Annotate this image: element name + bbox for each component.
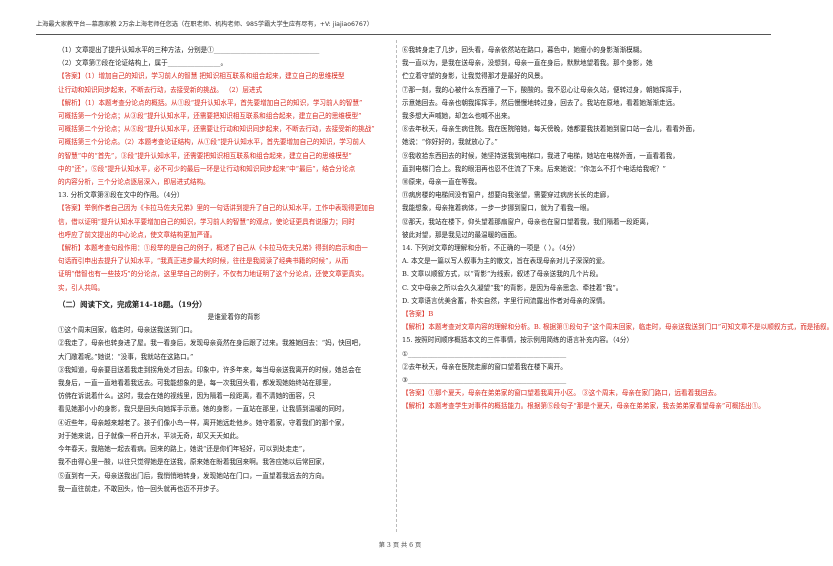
- page-header: 上海最大家教平台—慕惠家教 2万余上海老师任您选（在职老师、机构老师、985学霸…: [36, 16, 771, 35]
- article-paragraph-line: ③我知道，母亲要目送着我走到拐角处才回去。印象中，许多年来，每当母亲送我离开的时…: [58, 365, 362, 374]
- text-line: 证明“借智也有一些技巧”的分论点，这里举自己的例子，不仅有力地证明了这个分论点，…: [58, 270, 369, 279]
- text-line: 可概括第三个分论点。（2）本题考查论证结构，从①段“提升认知水平，首先要增加自己…: [58, 138, 366, 147]
- q15-answer: 【答案】①那个夏天，母亲在弟弟家的窗口望着我离开小区。 ③这个周末，母亲在家门路…: [402, 389, 721, 398]
- article-paragraph-line: ⑨我收拾东西回去的时候，她坚持送我到电梯口，我进了电梯，她站在电梯外面，一直看着…: [402, 151, 679, 160]
- article-paragraph-line: 我能想象，母亲拖着病体，一步一步挪到窗口，就为了看我一眼。: [402, 204, 594, 213]
- q14-answer: 【答案】B: [402, 310, 434, 319]
- q14-title: 14. 下列对文章的理解和分析，不正确的一项是（ ）。（4分）: [402, 244, 580, 253]
- article-paragraph-line: ⑦那一刻，我的心被什么东西撞了一下，酸酸的。我不忍心让母亲久站，便转过身，朝她挥…: [402, 85, 686, 94]
- article-paragraph-line: 我多想大声喊她，却怎么也喊不出来。: [402, 112, 515, 121]
- q14-option: B. 文章以顺叙方式，以“背影”为线索，叙述了母亲送我的几个片段。: [402, 270, 603, 279]
- q14-option: C. 文中母亲之所以会久久凝望“我”的背影，是因为母亲思念、牵挂着“我”。: [402, 283, 623, 292]
- article-paragraph-line: ①这个周末回家，临走时，母亲送我送到门口。: [58, 326, 197, 335]
- text-line: 可概括第二个分论点；从⑤段“提升认知水平，还需要让行动和知识同步起来，不断去行动…: [58, 125, 375, 134]
- page-footer: 第 3 页 共 6 页: [378, 542, 422, 549]
- left-column: （1）文章提出了提升认知水平的三种方法，分别是①________________…: [58, 44, 410, 496]
- article-title: 是谁爱着你的背影: [207, 313, 261, 322]
- article-paragraph-line: 伫立着守望的身影，让我觉得那才是最好的风景。: [402, 72, 548, 81]
- text-line: （1）文章提出了提升认知水平的三种方法，分别是①________________…: [58, 46, 320, 54]
- article-paragraph-line: ⑩原来，母亲一直在等我。: [402, 178, 482, 187]
- article-paragraph-line: ②我走了，母亲也转身进了屋。我一看身后，发现母亲竟然在身后跟了过来。我推她回去：…: [58, 339, 365, 348]
- q15-analysis: 【解析】本题考查学生对事件的概括能力。根据第⑤段句子“那是个夏天，母亲在弟弟家，…: [402, 402, 765, 411]
- article-paragraph-line: 大门敞着呢。”她说：“没事，我就站在这路口。”: [58, 352, 194, 361]
- article-paragraph-line: 对于她来说，日子就像一杯白开水，平淡无奇，却又天天如此。: [58, 431, 243, 440]
- text-line: 信，借以证明“提升认知水平要增加自己的知识，学习前人的智慧”的观点，使论证更具有…: [58, 217, 355, 226]
- article-paragraph-line: 示意她回去。母亲也朝我挥挥手，然后慢慢地转过身，回去了。我站在原地，看着她渐渐走…: [402, 98, 679, 107]
- article-paragraph-line: 今年春天，我陪她一起去看病。回来的路上，她说“还是你们年轻好，可以到处走走”，: [58, 445, 309, 454]
- right-column: ⑥我转身走了几步，回头看，母亲依然站在路口，暮色中，她瘦小的身影渐渐模糊。 我一…: [402, 44, 833, 414]
- text-line: 【答案】（1）增加自己的知识，学习前人的智慧 把知识相互联系和组合起来，建立自己…: [58, 72, 345, 81]
- article-paragraph-line: 我一直往前走，不敢回头，怕一回头就再也迈不开步子。: [58, 484, 223, 493]
- text-line: 实，引人共鸣。: [58, 283, 105, 292]
- text-line: 【答案】举例作者自己因为《卡拉马佐夫兄弟》里的一句话讲到提升了自己的认知水平，工…: [58, 204, 375, 213]
- column-divider: [396, 40, 397, 532]
- text-line: 的智慧”中的“首先”，③段“提升认知水平，还需要把知识相互联系和组合起来，建立自…: [58, 151, 352, 160]
- article-paragraph-line: ⑪病房楼的电梯间没有窗户，想要向我张望，需要穿过病房长长的走廊，: [402, 191, 613, 200]
- q15-answer-line: ①_______________________________________…: [402, 349, 567, 358]
- article-paragraph-line: 直到电梯门合上。我的眼泪再也忍不住流了下来。后来她说：“你怎么不打个电话给我呢？…: [402, 164, 666, 173]
- article-paragraph-line: ⑤直到有一天，母亲送我出门后，我悄悄地转身，发现她站在门口，一直望着我远去的方向…: [58, 471, 329, 480]
- article-paragraph-line: 彼此对望，那是我见过的最温暖的画面。: [402, 230, 521, 239]
- q15-lines: ①_______________________________________…: [402, 348, 754, 388]
- article-paragraph-line: 我不由得心里一酸，以往只觉得她是在送我，原来她在盼着我回来啊。我答应她以后常回家…: [58, 458, 329, 467]
- section-title: （二）阅读下文，完成第14-18题。（19分）: [58, 299, 207, 309]
- text-line: （2）文章第⑦段在论证结构上，属于________________。: [58, 59, 228, 68]
- q14-analysis: 【解析】本题考查对文章内容的理解和分析。B. 根据第①段句子“这个周末回家，临走…: [402, 323, 833, 332]
- article-paragraph-line: ⑥我转身走了几步，回头看，母亲依然站在路口，暮色中，她瘦小的身影渐渐模糊。: [402, 46, 646, 54]
- article-paragraph-line: ⑧去年秋天，母亲生病住院。我在医院陪她，每天傍晚，她都要我扶着她到窗口站一会儿，…: [402, 125, 699, 134]
- article-paragraph-line: 我身后，一直一直地看着我远去。可我能想象的是，每一次我回头看，都发现她始终站在那…: [58, 379, 335, 388]
- text-line: 【解析】本题考查句段作用：①段举的是自己的例子，概述了自己从《卡拉马佐夫兄弟》得…: [58, 244, 368, 253]
- text-line: 【解析】（1）本题考查分论点的概括。从①段“提升认知水平，首先要增加自己的知识，…: [58, 98, 363, 107]
- article-paragraph-line: 她说：“你好好的，我就放心了。”: [402, 138, 498, 147]
- q14-option: A. 本文是一篇以写人叙事为主的散文，旨在表现母亲对儿子深深的爱。: [402, 257, 609, 266]
- article-paragraph-line: 看见她那小小的身影，我只是回头向她挥手示意。她的身影，一直站在那里，让我感到温暖…: [58, 405, 349, 414]
- article-paragraph-line: ⑫那天，我站在楼下，仰头望着那扇窗户，母亲也在窗口望着我，我们隔着一段距离，: [402, 217, 653, 226]
- text-line: 的内容分析，三个分论点逐层深入，即层进式结构。: [58, 178, 210, 187]
- q14-option: D. 文章语言优美含蓄，朴实自然，字里行间流露出作者对母亲的深情。: [402, 296, 610, 305]
- text-line: 也呼应了前文提出的中心论点，使文章结构更加严谨。: [58, 230, 217, 239]
- q14-options: A. 本文是一篇以写人叙事为主的散文，旨在表现母亲对儿子深深的爱。 B. 文章以顺…: [402, 255, 754, 308]
- text-line: 可概括第一个分论点；从③段“提升认知水平，还需要把知识相互联系和组合起来，建立自…: [58, 112, 362, 121]
- article-paragraph-line: ④近些年，母亲越来越老了。孩子们像小鸟一样，离开她远赴他乡。她守着家，守着我们的…: [58, 418, 349, 427]
- text-line: 句话而引申出去提升了认知水平，“我真正进步最大的时候，往往是我阅读了经典书籍的时…: [58, 257, 349, 266]
- q15-answer-line: ③_______________________________________…: [402, 376, 567, 385]
- q15-answer-line: ②去年秋天，母亲在医院走廊的窗口望着我在楼下离开。: [402, 362, 567, 371]
- article-paragraph-line: 仿佛在诉说着什么。这时，我会在她的视线里，因为隔着一段距离，看不清她的面容，只: [58, 392, 316, 401]
- article-body: ①这个周末回家，临走时，母亲送我送到门口。 ②我走了，母亲也转身进了屋。我一看身后…: [58, 324, 410, 496]
- text-line: 13. 分析文章第⑧段在文中的作用。（4分）: [58, 191, 184, 200]
- article-continuation: ⑥我转身走了几步，回头看，母亲依然站在路口，暮色中，她瘦小的身影渐渐模糊。 我一…: [402, 44, 754, 242]
- q15-title: 15. 按照时间顺序概括本文的三件事情，按示例用简练的语言补充内容。（4分）: [402, 336, 634, 345]
- text-line: 让行动和知识同步起来，不断去行动，去接受新的挑战。 （2）层进式: [58, 85, 263, 94]
- article-paragraph-line: 我一直以为，是我在送母亲，没想到，母亲一直在身后，默默地望着我。那个身影，她: [402, 59, 653, 68]
- left-question-block: （1）文章提出了提升认知水平的三种方法，分别是①________________…: [58, 44, 410, 295]
- text-line: 中的“还”，⑤段“提升认知水平，必不可少的最后一环是让行动和知识同步起来”中“最…: [58, 164, 356, 173]
